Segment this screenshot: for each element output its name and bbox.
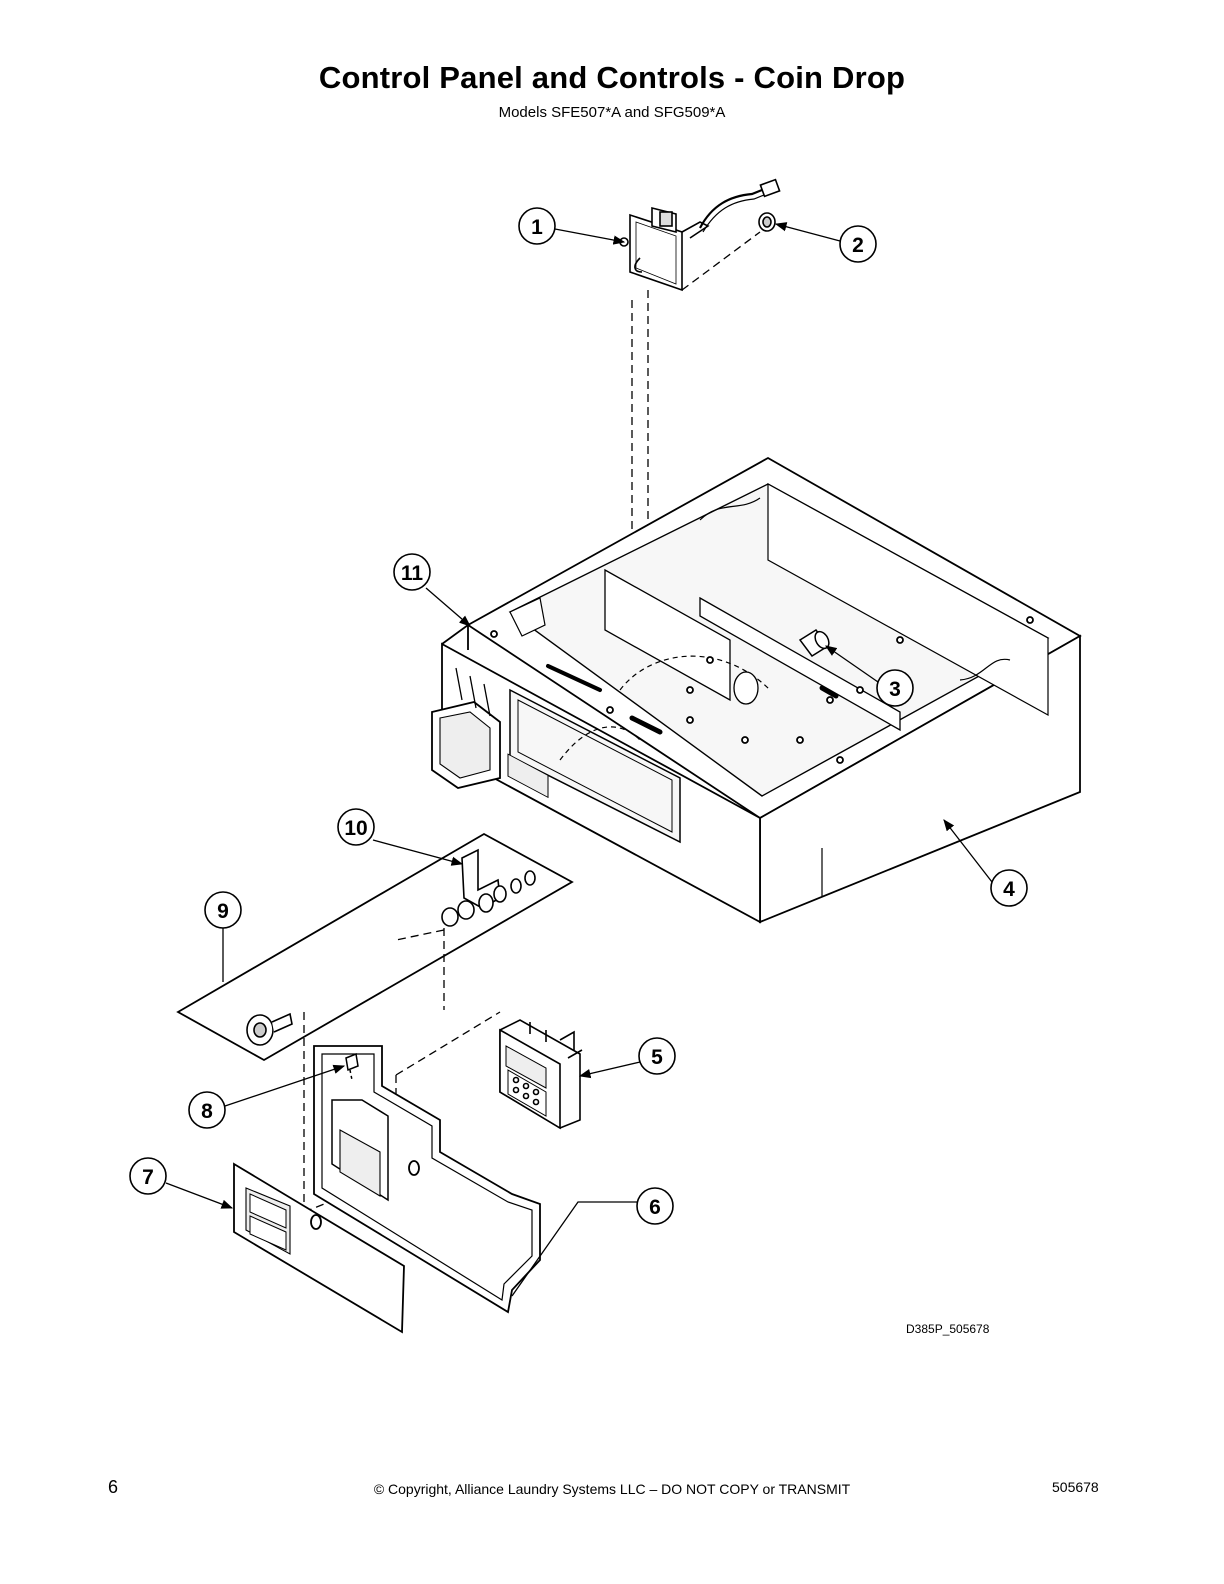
- svg-text:2: 2: [852, 234, 864, 257]
- part-knob: [246, 1012, 293, 1046]
- part-overlay-decal: [233, 1162, 405, 1334]
- svg-text:7: 7: [142, 1166, 154, 1189]
- part-control-cabinet: [431, 456, 1082, 924]
- svg-text:6: 6: [649, 1196, 661, 1219]
- part-electronic-control: [499, 753, 583, 1130]
- part-screw: [345, 1052, 359, 1081]
- callout-leaders: [165, 222, 993, 1297]
- callout-3: 3: [876, 669, 914, 707]
- svg-text:3: 3: [889, 678, 901, 701]
- svg-text:8: 8: [201, 1100, 213, 1123]
- document-number: 505678: [1052, 1479, 1099, 1495]
- drawing-code: D385P_505678: [906, 1322, 990, 1336]
- svg-text:11: 11: [401, 562, 424, 585]
- callout-11: 11: [393, 553, 431, 591]
- part-coin-drop-bracket: [619, 178, 781, 292]
- callout-5: 5: [638, 1037, 676, 1075]
- svg-text:4: 4: [1003, 878, 1015, 901]
- part-control-panel: [313, 1045, 541, 1314]
- callout-2: 2: [839, 225, 877, 263]
- copyright-notice: © Copyright, Alliance Laundry Systems LL…: [373, 1481, 851, 1497]
- callout-4: 4: [990, 869, 1028, 907]
- callout-8: 8: [188, 1091, 226, 1129]
- callout-10: 10: [337, 808, 375, 846]
- callout-6: 6: [636, 1187, 674, 1225]
- svg-text:10: 10: [344, 817, 367, 840]
- callout-9: 9: [204, 891, 242, 929]
- callout-1: 1: [518, 207, 556, 245]
- svg-text:9: 9: [217, 900, 229, 923]
- page-subtitle: Models SFE507*A and SFG509*A: [498, 104, 726, 121]
- part-cabinet-bushing: [798, 628, 830, 658]
- svg-text:5: 5: [651, 1046, 663, 1069]
- page-title: Control Panel and Controls - Coin Drop: [318, 60, 906, 95]
- svg-text:1: 1: [531, 216, 543, 239]
- part-latch-bracket: [441, 848, 536, 927]
- part-bushing: [758, 212, 776, 232]
- callout-7: 7: [129, 1157, 167, 1195]
- page-number: 6: [108, 1477, 119, 1497]
